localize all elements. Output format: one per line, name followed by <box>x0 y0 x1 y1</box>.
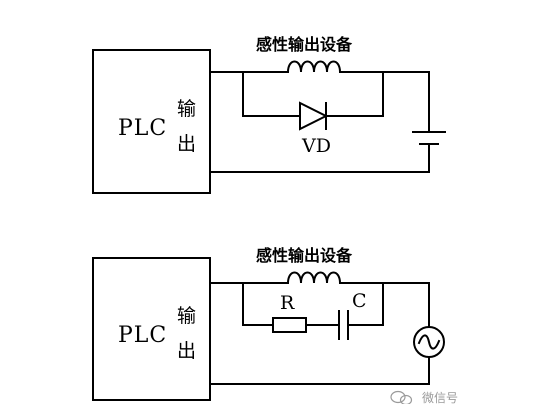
top-diode-branch <box>242 71 384 117</box>
resistor-symbol <box>272 317 307 333</box>
watermark-text: 微信号 <box>422 391 458 404</box>
battery-symbol <box>412 131 446 145</box>
bottom-output-label-char-1: 输 <box>177 305 196 327</box>
bottom-upper-wire-right <box>339 282 430 328</box>
wechat-icon <box>390 390 413 404</box>
bottom-plc-box <box>92 257 211 401</box>
top-lower-wire <box>209 143 430 173</box>
diode-symbol <box>299 101 329 131</box>
ac-sine-icon <box>417 334 441 350</box>
bottom-plc-label: PLC <box>118 323 167 348</box>
top-output-label-char-1: 输 <box>177 98 196 120</box>
top-circuit: PLC 输 出 感性输出设备 VD <box>92 35 446 194</box>
top-upper-wire-right <box>339 71 430 133</box>
bottom-output-label-char-2: 出 <box>177 340 196 362</box>
capacitor-symbol <box>338 310 349 340</box>
top-plc-box <box>92 49 211 194</box>
diode-label: VD <box>301 135 331 157</box>
bottom-lower-wire <box>209 356 430 385</box>
bottom-load-label: 感性输出设备 <box>256 246 353 265</box>
top-plc-label: PLC <box>118 116 167 141</box>
watermark: 微信号 <box>390 390 458 404</box>
top-load-label: 感性输出设备 <box>256 35 353 54</box>
top-inductor-coil <box>286 60 342 74</box>
bottom-circuit: PLC 输 出 感性输出设备 R C <box>92 246 445 401</box>
bottom-inductor-coil <box>286 271 342 285</box>
top-output-label-char-2: 出 <box>177 133 196 155</box>
bottom-rc-branch <box>242 282 384 326</box>
resistor-label: R <box>280 292 295 314</box>
capacitor-label: C <box>352 290 367 312</box>
